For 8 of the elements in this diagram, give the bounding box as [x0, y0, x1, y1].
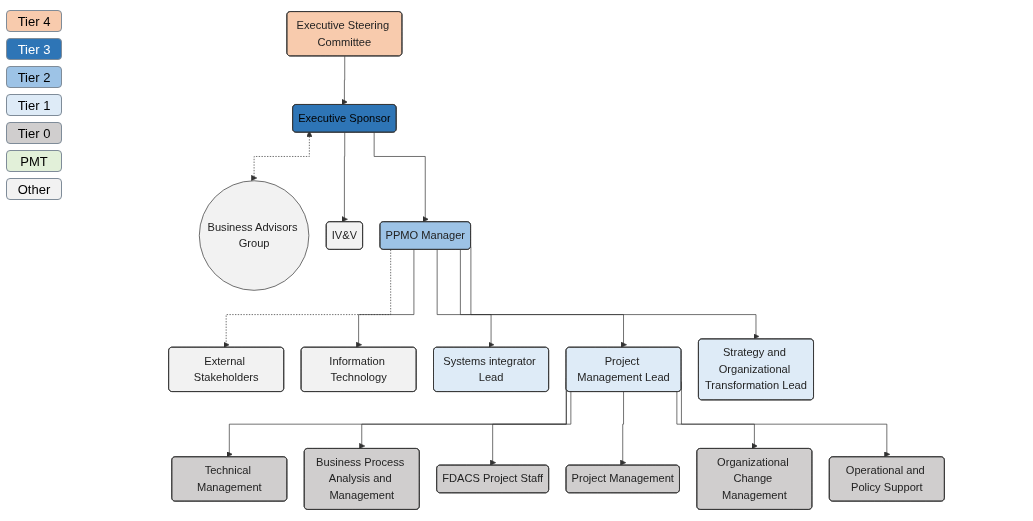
- legend-swatch: Tier 0: [6, 122, 62, 144]
- legend-swatch: PMT: [6, 150, 62, 172]
- legend-swatch: Tier 2: [6, 66, 62, 88]
- legend-swatch: Tier 1: [6, 94, 62, 116]
- node-circle: Business Advisors Group: [198, 180, 310, 291]
- legend-swatch: Tier 4: [6, 10, 62, 32]
- legend-swatch: Tier 3: [6, 38, 62, 60]
- legend-swatch: Other: [6, 178, 62, 200]
